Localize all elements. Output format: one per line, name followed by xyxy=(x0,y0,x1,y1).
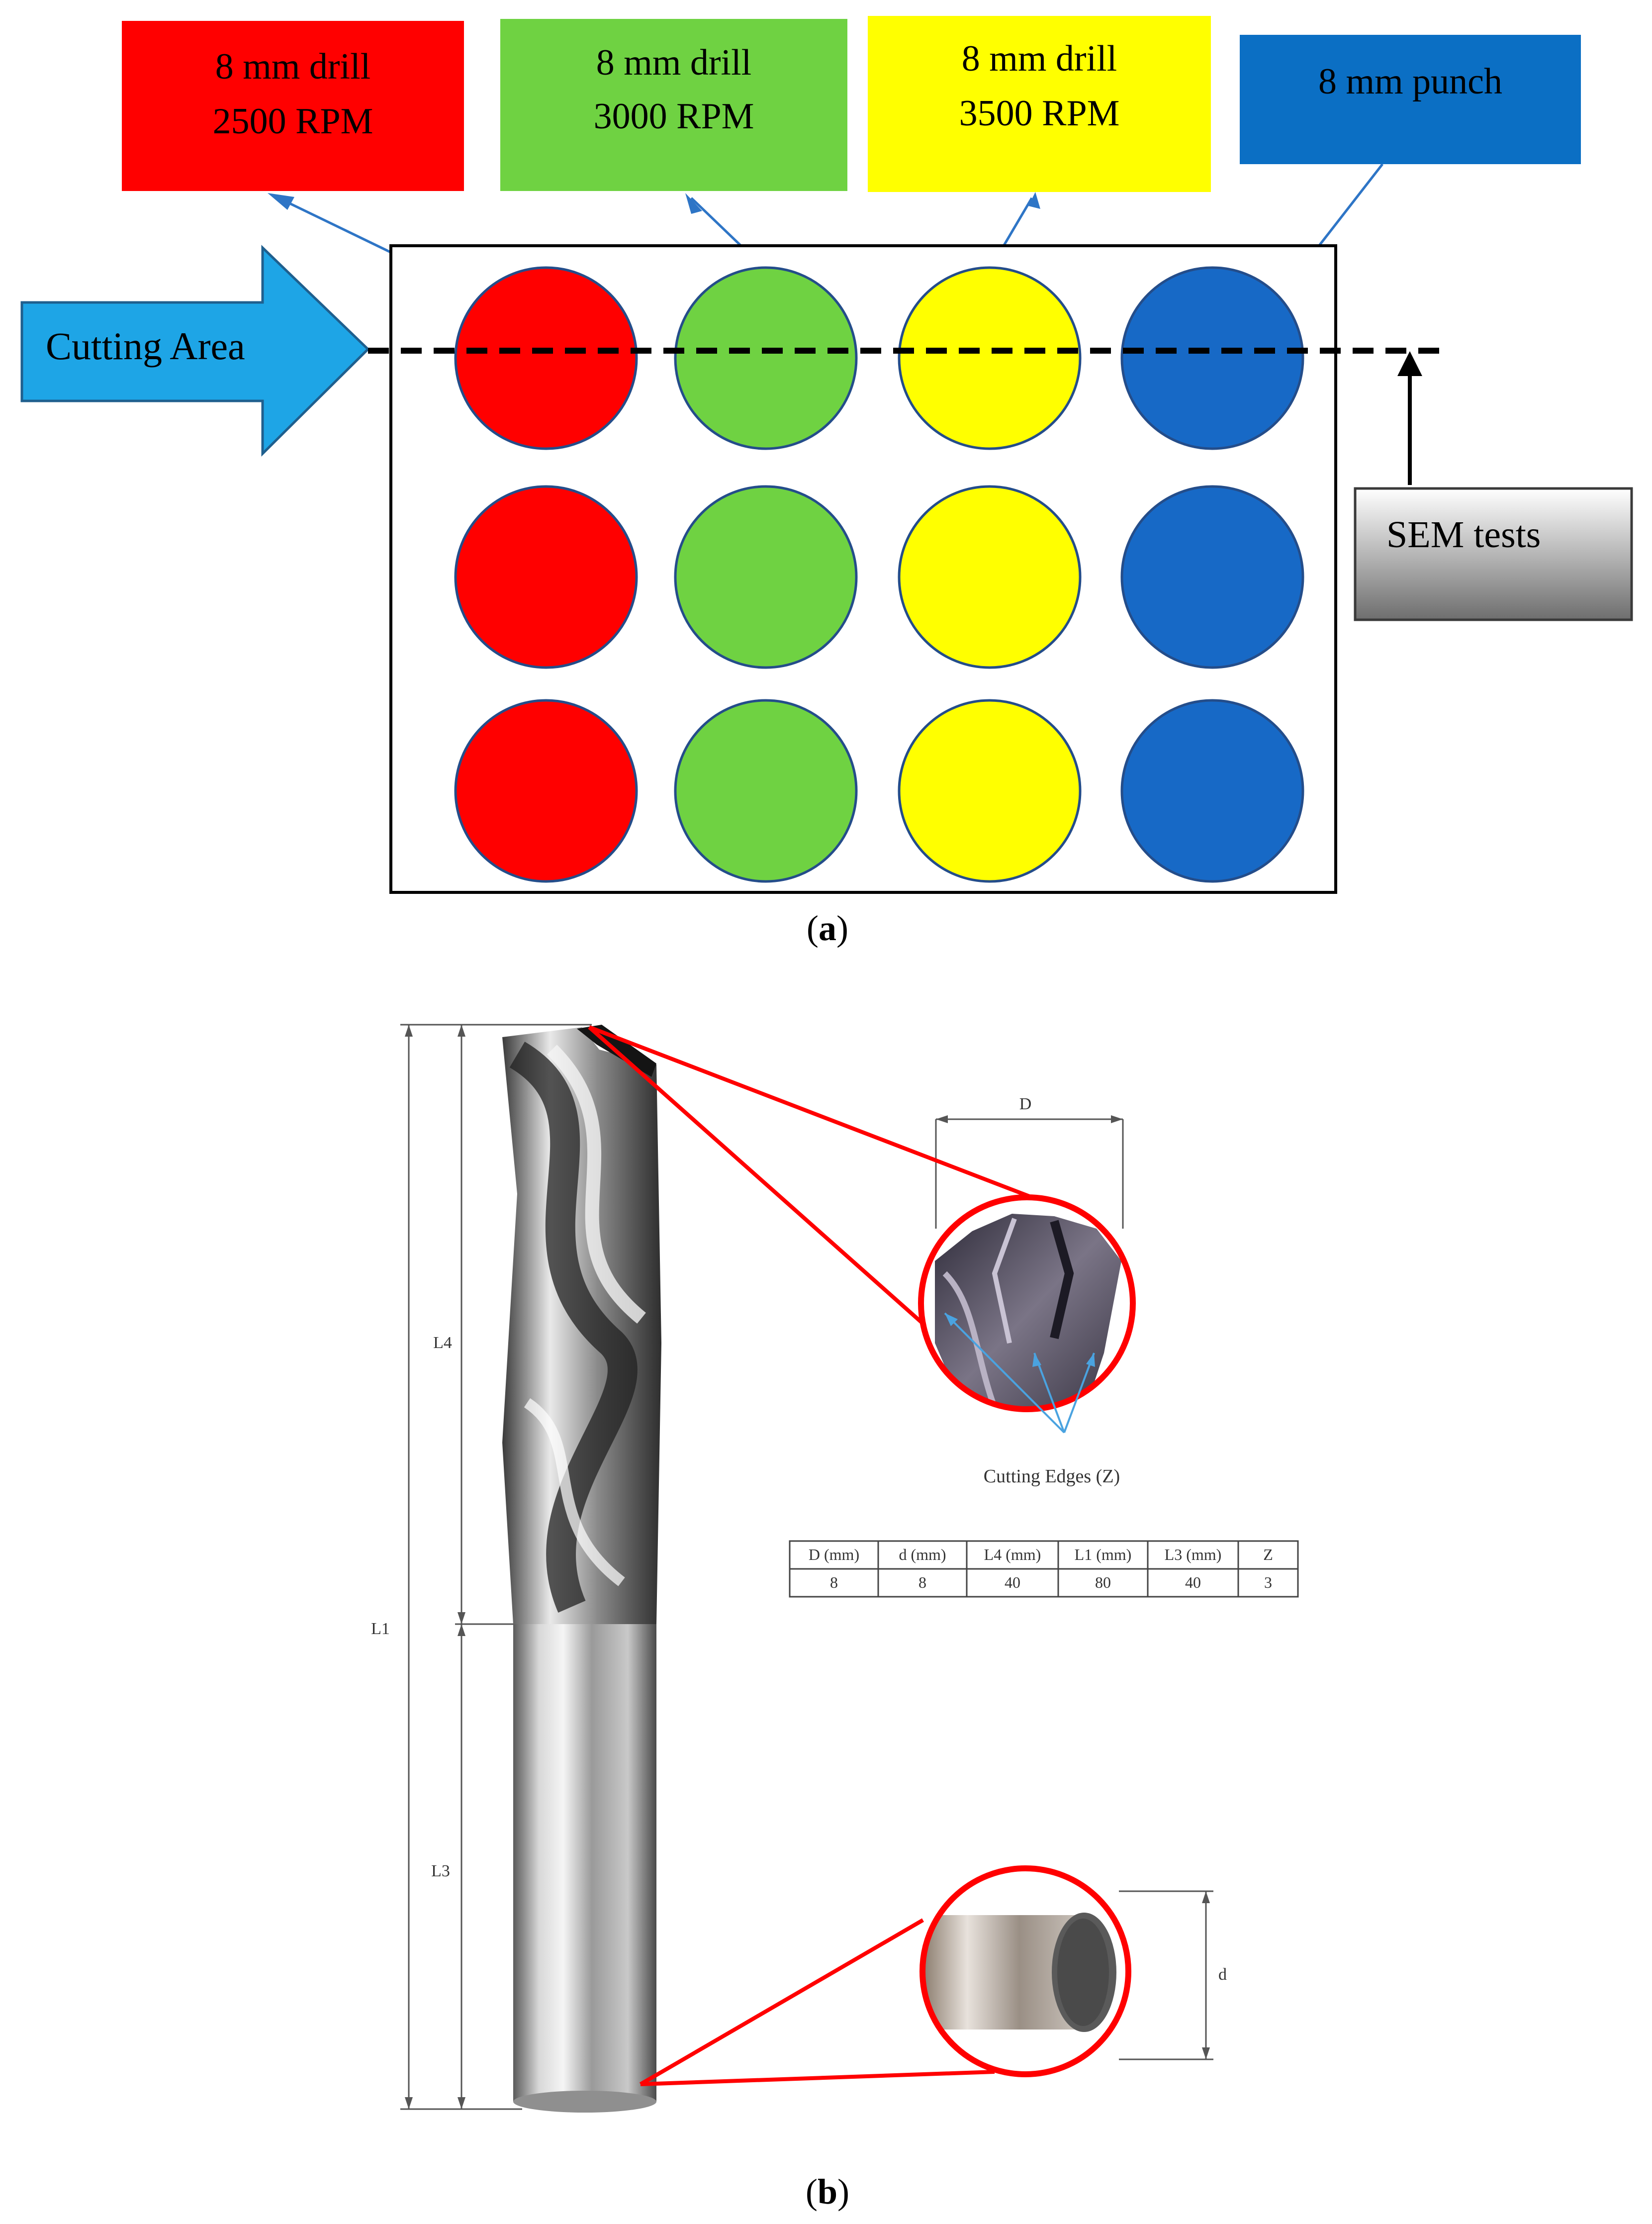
hole-r1-c4 xyxy=(1120,266,1304,450)
dim-L1: L1 xyxy=(371,1620,390,1638)
drill-shank xyxy=(513,1624,656,2102)
dim-D: D xyxy=(1019,1095,1032,1113)
hole-r1-c2 xyxy=(674,266,858,450)
cutting-area-arrow: Cutting Area xyxy=(20,245,370,457)
cutting-area-label: Cutting Area xyxy=(46,324,245,368)
sem-arrowhead xyxy=(1397,351,1422,376)
label-box-line1: 8 mm drill xyxy=(215,46,370,87)
spec-table-header: d (mm) xyxy=(899,1546,946,1563)
cutting-edge-arrowheads xyxy=(945,1313,1095,1367)
label-box-line2: 2500 RPM xyxy=(213,101,373,142)
hole-r2-c3 xyxy=(898,485,1082,669)
tip-zoom-ring xyxy=(918,1194,1136,1412)
spec-table-header: D (mm) xyxy=(809,1546,859,1563)
hole-r2-c2 xyxy=(674,485,858,669)
label-box-line1: 8 mm drill xyxy=(596,42,751,83)
drill-flute-highlight xyxy=(547,1045,646,1324)
panel-b: L4 L1 L3 D d xyxy=(371,1024,1299,2212)
caption-b-letter: b xyxy=(818,2172,837,2212)
caption-a: (a) xyxy=(807,908,848,948)
tip-zoom: Cutting Edges (Z) xyxy=(918,1194,1136,1487)
hole-r3-c3 xyxy=(898,699,1082,883)
leader-arrowheads xyxy=(268,192,1040,214)
spec-table-header: L1 (mm) xyxy=(1075,1546,1132,1563)
drill-shank-end xyxy=(513,2091,656,2113)
shank-zoom-ring xyxy=(919,1865,1131,2077)
drill-image xyxy=(502,1025,661,2113)
sem-label: SEM tests xyxy=(1386,514,1541,556)
label-box-3500rpm: 8 mm drill 3500 RPM xyxy=(868,16,1211,192)
hole-r3-c4 xyxy=(1120,699,1304,883)
caption-a-letter: a xyxy=(819,908,836,948)
spec-table-header: Z xyxy=(1263,1546,1273,1563)
label-box-line1: 8 mm punch xyxy=(1318,61,1502,102)
dim-L4: L4 xyxy=(433,1334,452,1352)
label-box-punch: 8 mm punch xyxy=(1240,35,1581,164)
sem-box xyxy=(1354,487,1633,621)
caption-b: (b) xyxy=(806,2172,849,2212)
cutting-edges-label: Cutting Edges (Z) xyxy=(984,1466,1120,1487)
zoom-lines xyxy=(588,1025,1030,2086)
hole-r1-c3 xyxy=(898,266,1082,450)
hole-r2-c1 xyxy=(454,485,638,669)
hole-r3-c2 xyxy=(674,699,858,883)
shank-zoom xyxy=(919,1865,1131,2077)
drill-flute-highlight xyxy=(524,1398,625,1586)
dim-L3: L3 xyxy=(431,1862,450,1880)
panel-a: 8 mm drill 2500 RPM 8 mm drill 3000 RPM … xyxy=(20,16,1633,948)
label-box-line2: 3000 RPM xyxy=(594,96,754,137)
cutting-edge-pointers xyxy=(944,1312,1095,1434)
spec-table-cell: 80 xyxy=(1095,1573,1111,1591)
hole-r2-c4 xyxy=(1120,485,1304,669)
spec-table-header: L3 (mm) xyxy=(1165,1546,1222,1563)
label-box-2500rpm: 8 mm drill 2500 RPM xyxy=(122,21,464,191)
spec-table-cell: 8 xyxy=(830,1573,838,1591)
spec-table-cell: 40 xyxy=(1005,1573,1020,1591)
hole-r1-c1 xyxy=(454,266,638,450)
hole-r3-c1 xyxy=(454,699,638,883)
label-box-line1: 8 mm drill xyxy=(962,38,1117,79)
spec-table-cell: 40 xyxy=(1185,1573,1201,1591)
spec-table-cell: 8 xyxy=(918,1573,926,1591)
dimension-arrowheads xyxy=(405,1025,1210,2109)
dim-d: d xyxy=(1218,1965,1227,1984)
sem-tests: SEM tests xyxy=(1354,351,1633,621)
label-box-line2: 3500 RPM xyxy=(959,93,1120,134)
label-box-3000rpm: 8 mm drill 3000 RPM xyxy=(500,19,847,191)
spec-table-cell: 3 xyxy=(1264,1573,1272,1591)
spec-table-header: L4 (mm) xyxy=(984,1546,1041,1563)
hole-grid xyxy=(454,266,1304,883)
spec-table: D (mm) 8 d (mm) 8 L4 (mm) 40 L1 (mm) 80 L3 (mm) 4… xyxy=(789,1540,1299,1598)
dimension-lines xyxy=(400,1024,1213,2110)
